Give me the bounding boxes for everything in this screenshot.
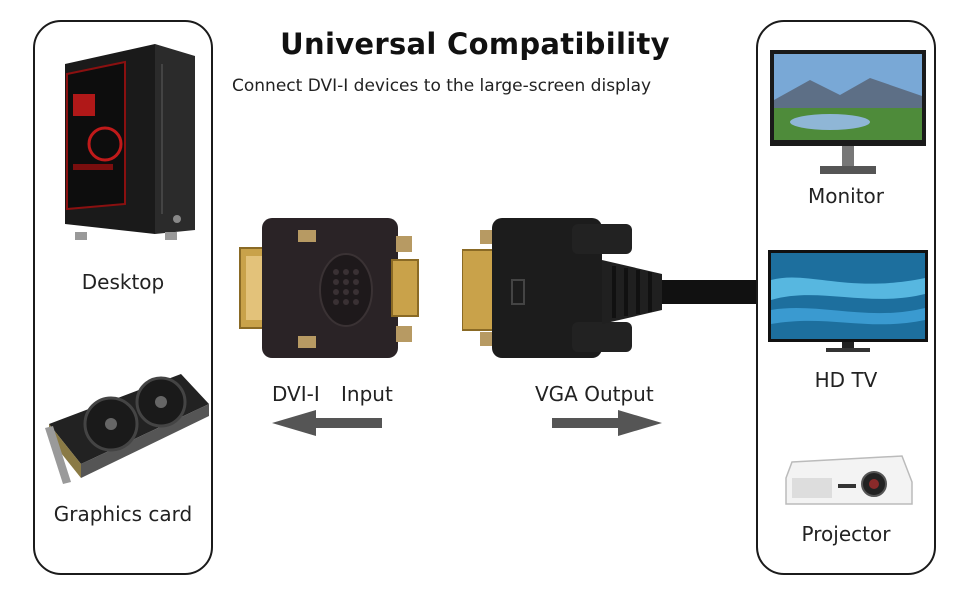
page-subtitle: Connect DVI-I devices to the large-scree…	[232, 76, 652, 96]
projector-label: Projector	[801, 522, 891, 546]
graphics-card-label: Graphics card	[53, 502, 193, 526]
left-arrow-icon	[272, 410, 382, 436]
input-label: Input	[341, 382, 393, 406]
tv-icon	[768, 250, 928, 352]
display-devices-panel: Monitor HD TV Projector	[756, 20, 936, 575]
dvi-adapter-icon	[239, 218, 419, 358]
monitor-icon	[770, 50, 926, 174]
monitor-label: Monitor	[807, 184, 885, 208]
desktop-tower-icon	[65, 44, 195, 240]
right-arrow-icon	[552, 410, 662, 436]
source-devices-panel: Desktop Graphics card	[33, 20, 213, 575]
desktop-label: Desktop	[81, 270, 165, 294]
vga-connector-icon	[462, 218, 756, 358]
projector-icon	[785, 455, 913, 505]
hd-tv-label: HD TV	[814, 368, 878, 392]
dvi-i-label: DVI-I	[272, 382, 320, 406]
vga-output-label: VGA Output	[535, 382, 654, 406]
page-title: Universal Compatibility	[280, 27, 670, 61]
graphics-card-icon	[45, 374, 209, 484]
